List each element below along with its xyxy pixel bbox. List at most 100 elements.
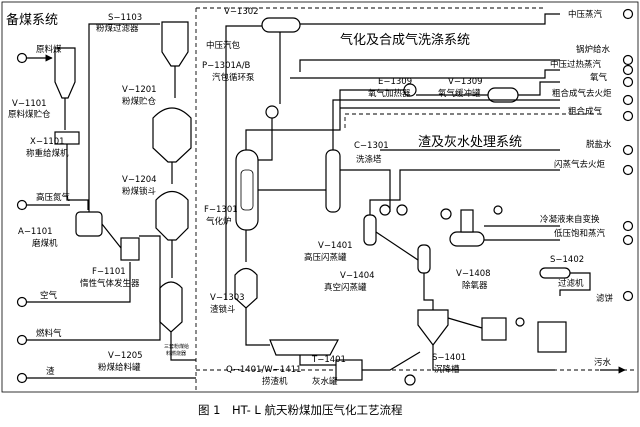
lp-steam-label: 低压饱和蒸汽: [554, 228, 606, 239]
oxygen-in-line: [518, 81, 560, 96]
vacuum-flash-drum-shape: [417, 244, 431, 274]
filter-cake-label: 滤饼: [596, 293, 614, 304]
v1204-name: 粉煤锁斗: [122, 186, 157, 197]
hp-to-vacuum: [375, 231, 419, 261]
s1401-tag: S−1401: [432, 353, 466, 363]
slag-tank-shape: [481, 317, 507, 341]
heat-exchanger-3: [440, 208, 452, 220]
v1101-name: 原料煤贮仓: [8, 109, 51, 120]
mill-to-filter: [88, 23, 160, 212]
deaerator-shape: [449, 231, 485, 247]
x1101-name: 称重给煤机: [26, 148, 69, 159]
fuel-gas-line: [27, 235, 161, 341]
gasifier-inner-shape: [240, 169, 254, 211]
heat-exchanger-1: [379, 204, 391, 216]
syngas-flare-label: 粗合成气去火炬: [552, 88, 612, 99]
p1301-name: 汽包循环泵: [212, 72, 255, 83]
hp-flash-drum-shape: [363, 214, 377, 246]
e1309-name: 氧气加热器: [368, 88, 411, 99]
air-node: [16, 296, 28, 308]
c1301-name: 洗涤塔: [356, 154, 382, 165]
filtrate-tank-shape: [537, 321, 567, 353]
t1401-name: 灰水罐: [312, 376, 338, 387]
v1303-tag: V−1303: [210, 293, 245, 303]
v1404-name: 真空闪蒸罐: [324, 282, 367, 293]
slag-section-boundary: [344, 113, 600, 128]
q1401-name: 捞渣机: [262, 376, 288, 387]
feedtank-outlet: [170, 332, 196, 361]
oxygen-to-gasifier: [245, 89, 404, 150]
v1408-name: 除氧器: [462, 280, 488, 291]
coal-mill-shape: [75, 211, 103, 237]
coal-filter-shape: [161, 21, 189, 67]
v1201-name: 粉煤贮仓: [122, 96, 157, 107]
mp-superheated-node: [622, 64, 634, 76]
condensate-label: 冷凝液来自变换: [540, 214, 600, 225]
settling-tank-shape: [417, 309, 449, 346]
bfw-label: 锅炉给水: [576, 44, 611, 55]
coal-lock-hopper-shape: [155, 190, 189, 241]
syngas-flare-line: [332, 99, 560, 150]
v1205-tag: V−1205: [108, 351, 143, 361]
s1103-tag: S−1103: [108, 13, 142, 23]
inert-gas-generator-shape: [120, 237, 140, 261]
v1303-name: 渣锁斗: [210, 304, 236, 315]
fuel-gas-node: [16, 334, 28, 346]
v1101-tag: V−1101: [12, 99, 47, 109]
v1309-tag: V−1309: [448, 77, 483, 87]
f1301-name: 气化炉: [206, 216, 232, 227]
coal-feed-tank-shape: [159, 281, 183, 333]
section-gasification-label: 气化及合成气洗涤系统: [340, 32, 470, 48]
mp-steam-node: [622, 8, 634, 20]
crude-syngas-node: [622, 110, 634, 122]
v1401-name: 高压闪蒸罐: [304, 252, 347, 263]
condensate-node: [622, 220, 634, 232]
air-label: 空气: [40, 290, 58, 301]
x1101-tag: X−1101: [30, 137, 65, 147]
bfw-node: [622, 54, 634, 66]
section-coal-prep-label: 备煤系统: [6, 12, 58, 28]
slaglock-to-conveyor: [245, 308, 270, 346]
a1101-tag: A−1101: [18, 227, 53, 237]
hp-nitrogen-label: 高压氮气: [36, 192, 71, 203]
desalted-water-node: [622, 144, 634, 156]
tower-to-hpflash: [340, 169, 391, 212]
drum-downcomer: [225, 25, 262, 300]
flash-vapor-flare-line: [369, 169, 560, 215]
lp-steam-node: [622, 234, 634, 246]
fuel-gas-label: 燃料气: [36, 328, 62, 339]
v1404-tag: V−1404: [340, 271, 375, 281]
oxygen-node: [622, 76, 634, 88]
deaerator-head-shape: [460, 209, 474, 233]
air-line: [27, 262, 131, 303]
filter-cake-node: [622, 290, 634, 302]
slag-node: [16, 372, 28, 384]
drum-circulation-pump-shape: [265, 105, 279, 119]
greywater-return: [362, 351, 421, 371]
heat-exchanger-4: [404, 374, 416, 386]
sewage-label: 污水: [594, 357, 612, 368]
slag-lock-hopper-shape: [234, 267, 258, 309]
filter-cake-line: [559, 272, 591, 296]
figure-caption: 图 1 HT- L 航天粉煤加压气化工艺流程: [198, 403, 403, 417]
wash-tower-shape: [325, 149, 341, 213]
v1408-tag: V−1408: [456, 269, 491, 279]
s1401-name: 沉降槽: [434, 364, 460, 375]
f1101-name: 惰性气体发生器: [80, 278, 140, 289]
settler-to-tank: [447, 317, 483, 329]
v1302-name: 中压汽包: [206, 40, 241, 51]
e1309-tag: E−1309: [378, 77, 412, 87]
mp-steam-label: 中压蒸汽: [568, 9, 603, 20]
t1401-tag: T−1401: [311, 355, 346, 365]
settler-bottom: [432, 345, 555, 371]
a1101-name: 磨煤机: [32, 238, 58, 249]
raw-coal-node: [16, 52, 28, 64]
v1309-name: 氧气缓冲罐: [438, 88, 481, 99]
mp-steam-line: [300, 13, 560, 25]
c1301-tag: C−1301: [354, 141, 389, 151]
syngas-flare-node: [622, 94, 634, 106]
v1401-tag: V−1401: [318, 241, 353, 251]
v1205-name: 粉煤给料罐: [98, 362, 141, 373]
outer-frame: [1, 1, 639, 393]
